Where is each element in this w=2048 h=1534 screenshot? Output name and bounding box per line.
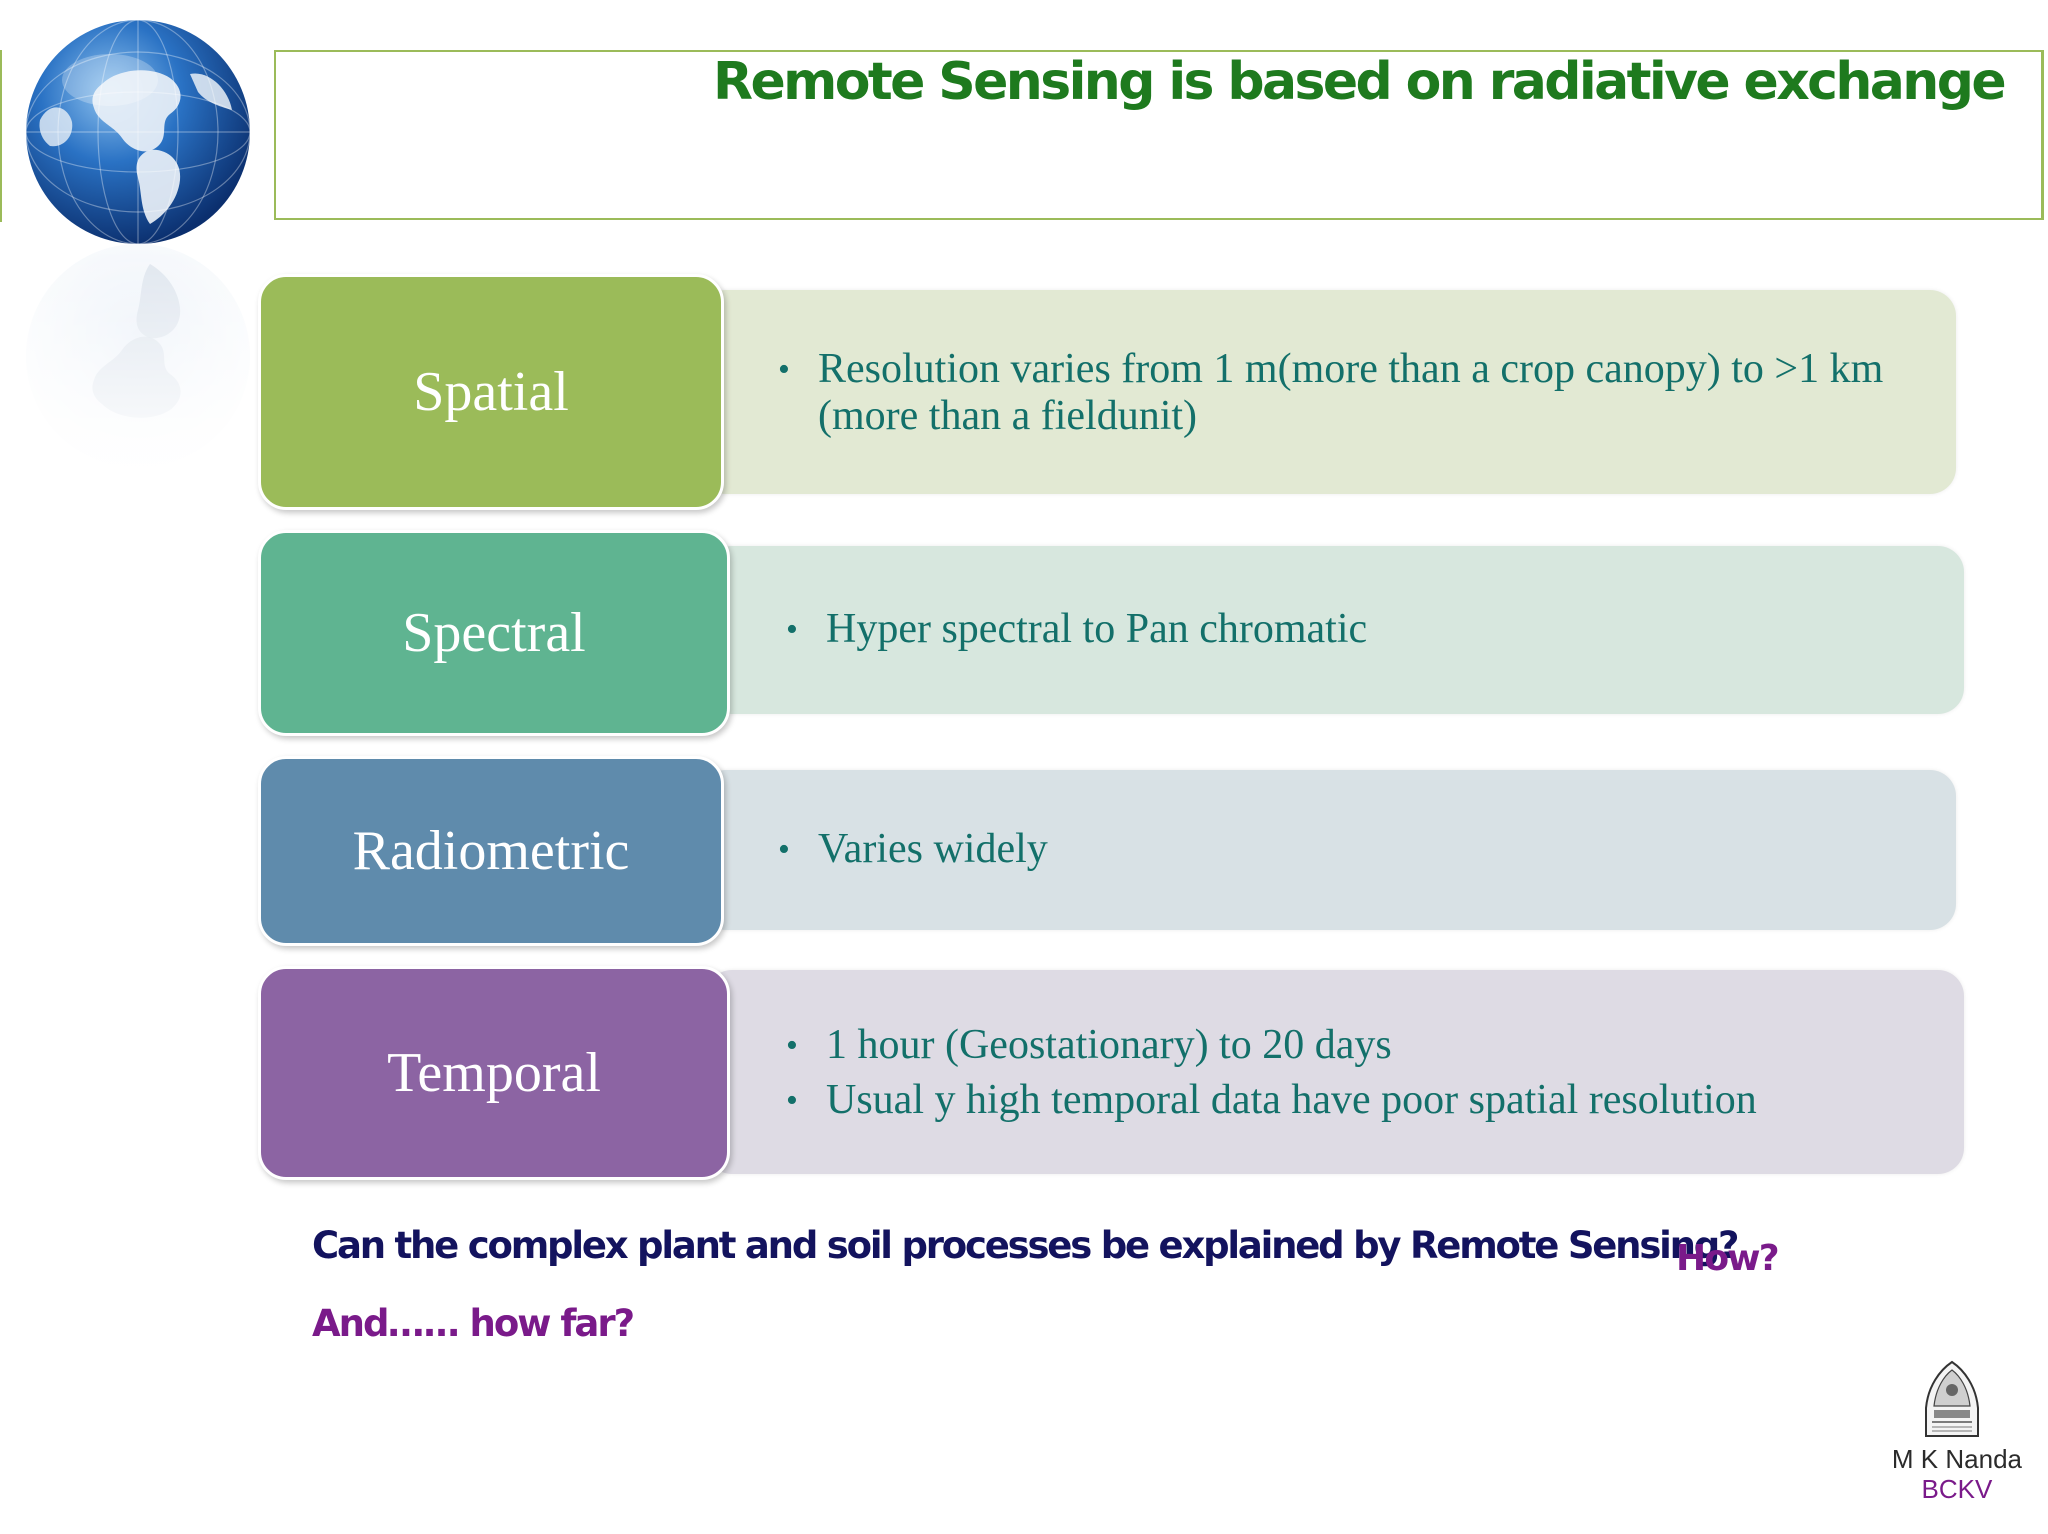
institution-name: BCKV [1921,1474,1993,1504]
bullet-list-radiometric: Varies widely [778,826,1878,873]
slide-title: Remote Sensing is based on radiative exc… [713,52,2007,112]
globe-icon [10,19,280,490]
author-name: M K Nanda [1891,1444,2022,1474]
label-spectral: Spectral [258,530,730,736]
question-text: Can the complex plant and soil processes… [312,1224,1740,1267]
bullet-item: 1 hour (Geostationary) to 20 days [786,1022,1936,1069]
author-block: M K Nanda BCKV [1892,1444,2022,1504]
title-frame [274,50,2044,220]
bullet-list-spectral: Hyper spectral to Pan chromatic [786,606,1886,653]
how-far-text: And…... how far? [312,1302,635,1345]
left-accent-line [0,50,2,222]
bullet-item: Usual y high temporal data have poor spa… [786,1077,1936,1124]
university-seal-icon [1925,1360,1979,1437]
bullet-list-temporal: 1 hour (Geostationary) to 20 days Usual … [786,1022,1936,1124]
bullet-item: Resolution varies from 1 m(more than a c… [778,346,1898,440]
label-temporal: Temporal [258,966,730,1180]
content-panel-temporal [706,970,1964,1174]
label-radiometric: Radiometric [258,756,724,946]
bullet-item: Hyper spectral to Pan chromatic [786,606,1886,653]
bullet-list-spatial: Resolution varies from 1 m(more than a c… [778,346,1898,440]
how-text: How? [1676,1238,1780,1279]
bullet-item: Varies widely [778,826,1878,873]
label-spatial: Spatial [258,274,724,510]
